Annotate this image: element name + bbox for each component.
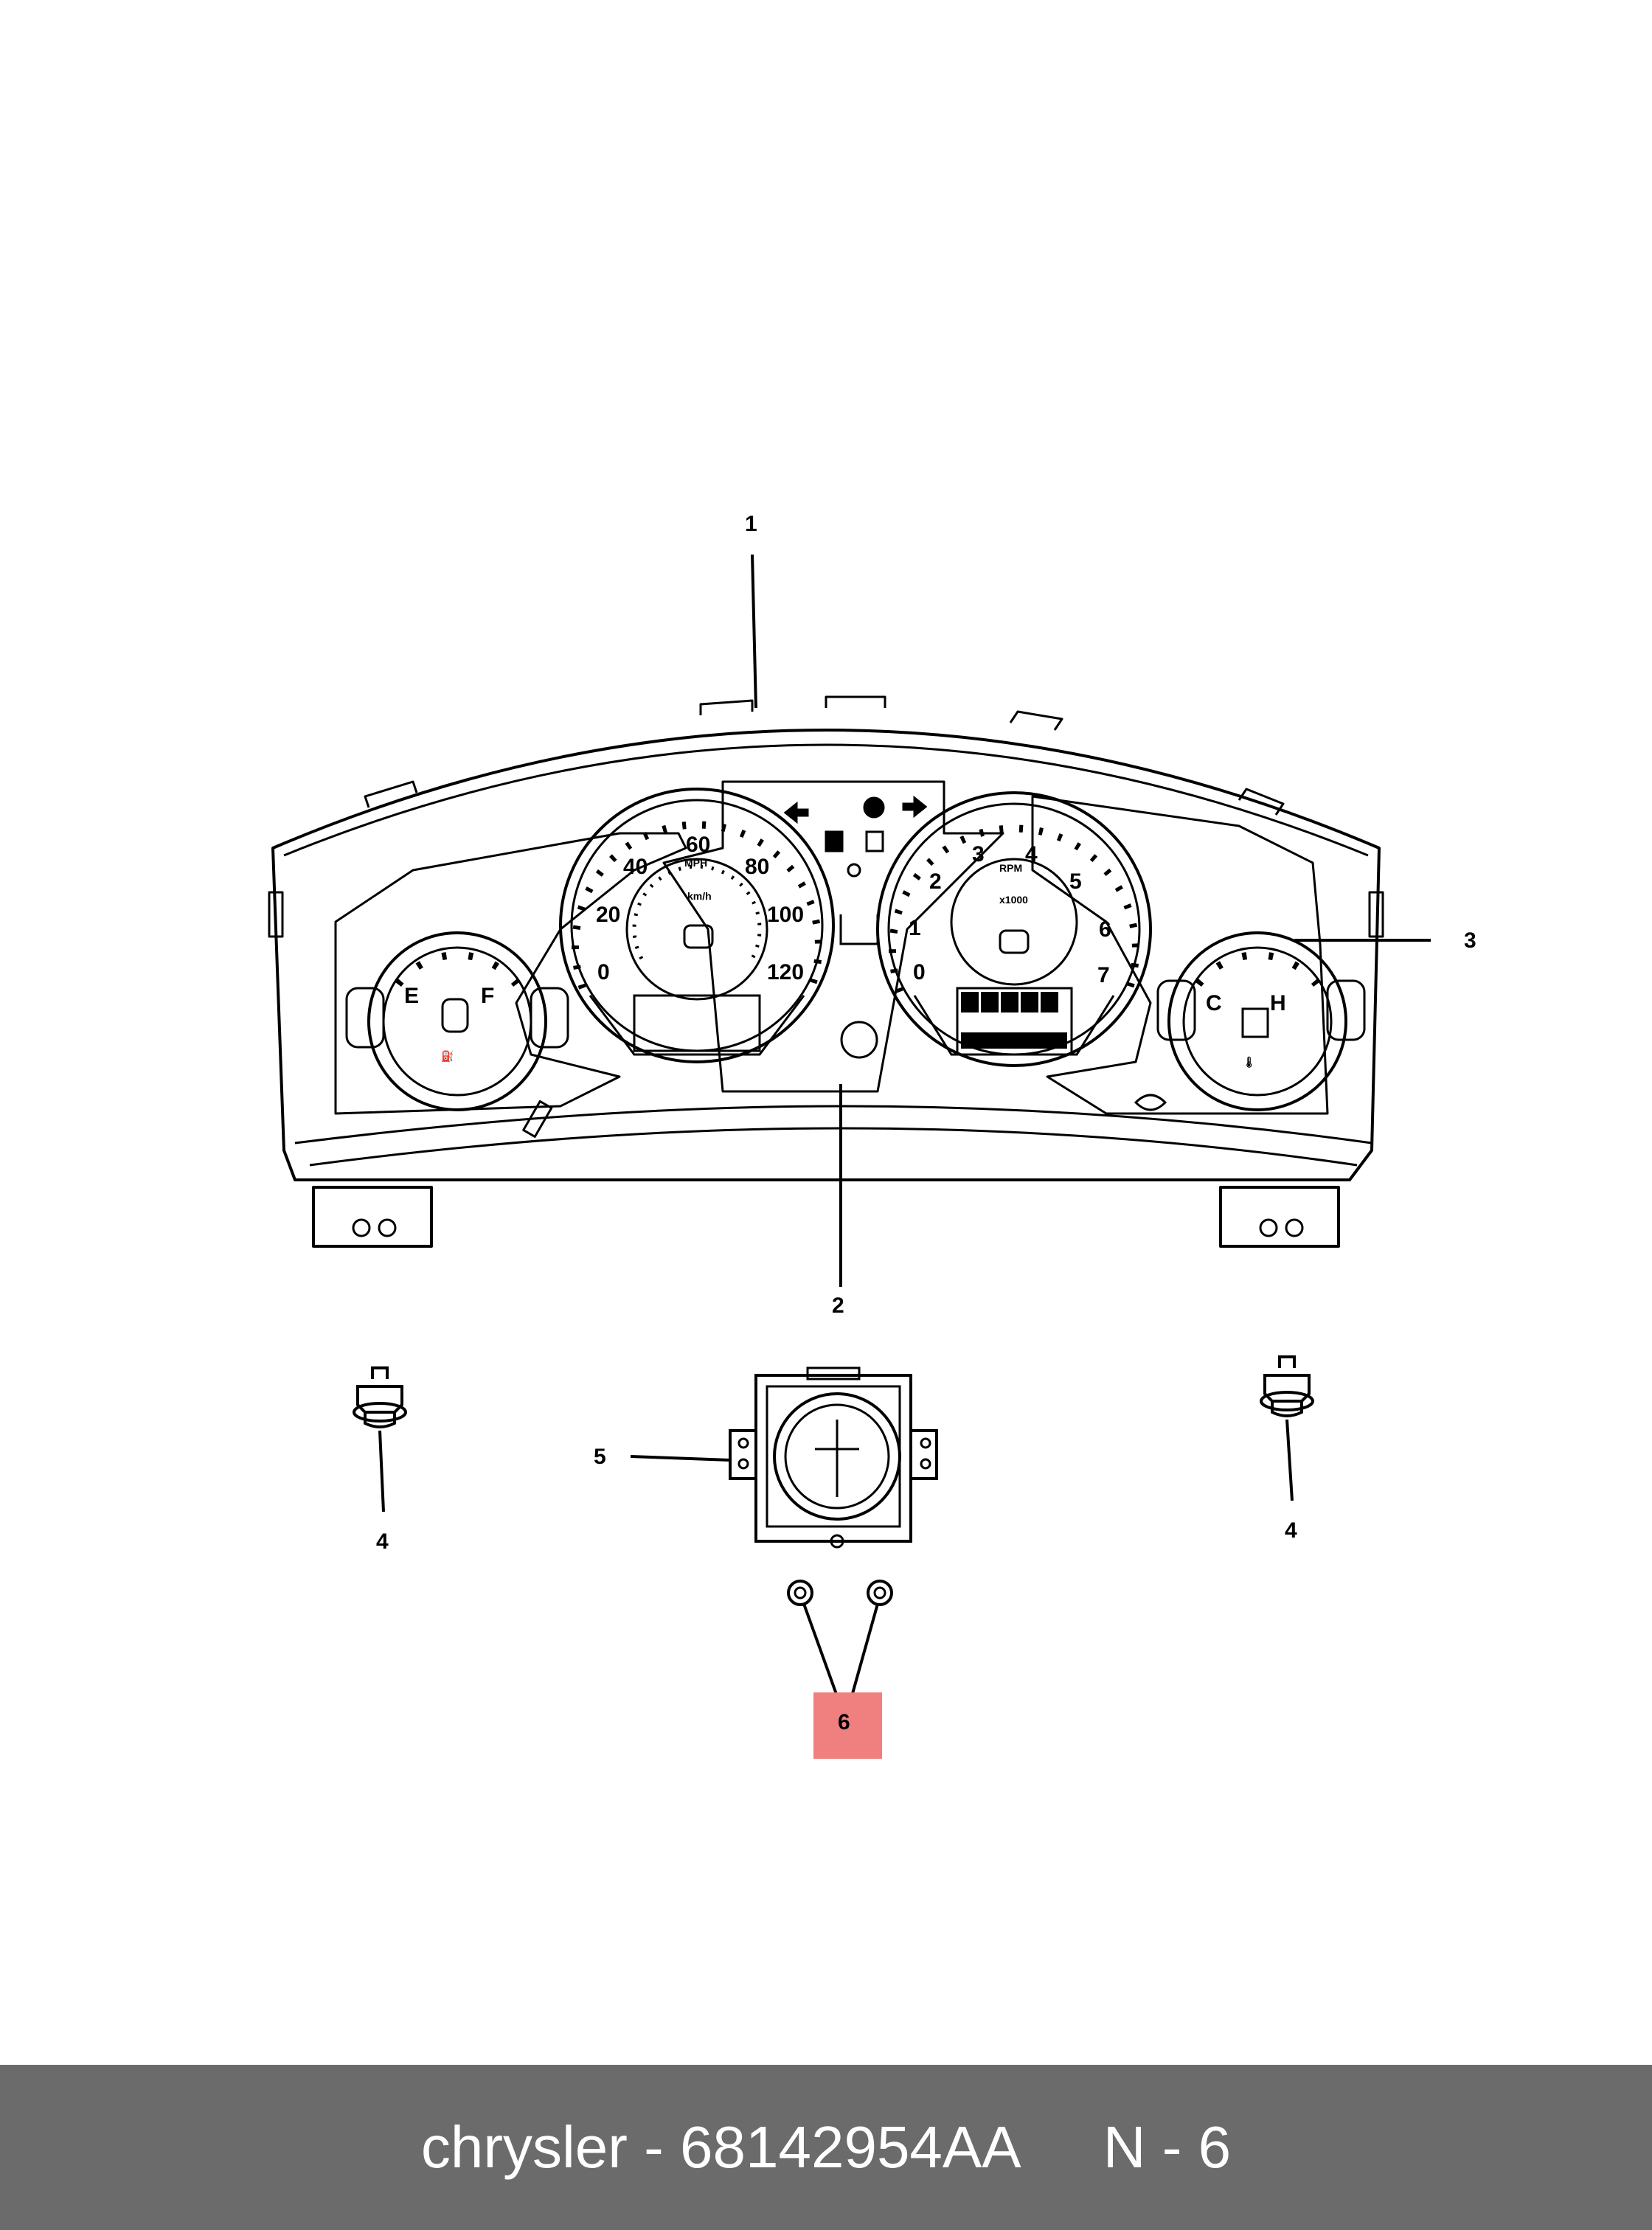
speed-tick-60: 60 [686,833,710,857]
tach-tick-2: 2 [929,869,942,894]
callout-6-highlight [813,1692,882,1759]
speed-tick-80: 80 [745,855,769,879]
fuel-full-label: F [481,984,494,1008]
parts-diagram: E F ⛽ 0 20 40 60 80 100 120 MPH km/h [268,512,1476,1759]
callout-4-left: 4 [376,1529,389,1554]
retaining-nut-right [867,1580,893,1606]
tach-tick-6: 6 [1099,917,1111,942]
callout-3: 3 [1464,928,1476,953]
speed-unit: MPH [684,857,707,869]
footer-brand: chrysler [420,2114,628,2180]
instrument-cluster [268,695,1384,1248]
footer-position-label: N - 6 [1103,2114,1232,2180]
tach-tick-1: 1 [909,916,921,940]
retaining-nut-left [787,1580,813,1606]
footer-part-number: 68142954AA [679,2114,1021,2180]
speed-tick-40: 40 [623,855,648,879]
speed-tick-120: 120 [767,960,804,984]
speed-unit-secondary: km/h [687,890,712,902]
footer-bar: chrysler - 68142954AA N - 6 [0,2065,1652,2230]
tach-tick-7: 7 [1097,963,1110,987]
callout-4-right: 4 [1285,1518,1297,1543]
center-telltales [783,795,928,1059]
footer-gap [1021,2113,1103,2181]
temp-hot-label: H [1270,991,1286,1015]
coolant-temp-icon: 🌡 [1243,1056,1256,1068]
speed-tick-100: 100 [767,903,804,927]
temp-cold-label: C [1206,991,1222,1015]
callout-1: 1 [745,512,757,536]
mounting-screw-right [1260,1355,1314,1417]
tach-unit: RPM [999,862,1022,874]
fuel-gauge [345,931,569,1111]
speed-tick-20: 20 [596,903,620,927]
tachometer [876,791,1152,1067]
fuel-empty-label: E [404,984,419,1008]
speed-tick-0: 0 [597,960,610,984]
temp-gauge [1134,931,1366,1111]
clock-module [729,1366,938,1549]
tach-multiplier: x1000 [999,894,1028,906]
fuel-pump-icon: ⛽ [441,1050,454,1063]
speedometer [559,788,835,1063]
tach-tick-4: 4 [1025,842,1038,866]
tach-tick-3: 3 [972,842,985,866]
mounting-screw-left [353,1366,407,1428]
tach-tick-0: 0 [913,960,926,984]
callout-6: 6 [838,1710,850,1734]
leader-lines [378,554,1431,1697]
tach-tick-5: 5 [1069,869,1082,894]
callout-5: 5 [594,1445,606,1469]
callout-2: 2 [832,1293,844,1318]
footer-separator: - [627,2114,680,2180]
